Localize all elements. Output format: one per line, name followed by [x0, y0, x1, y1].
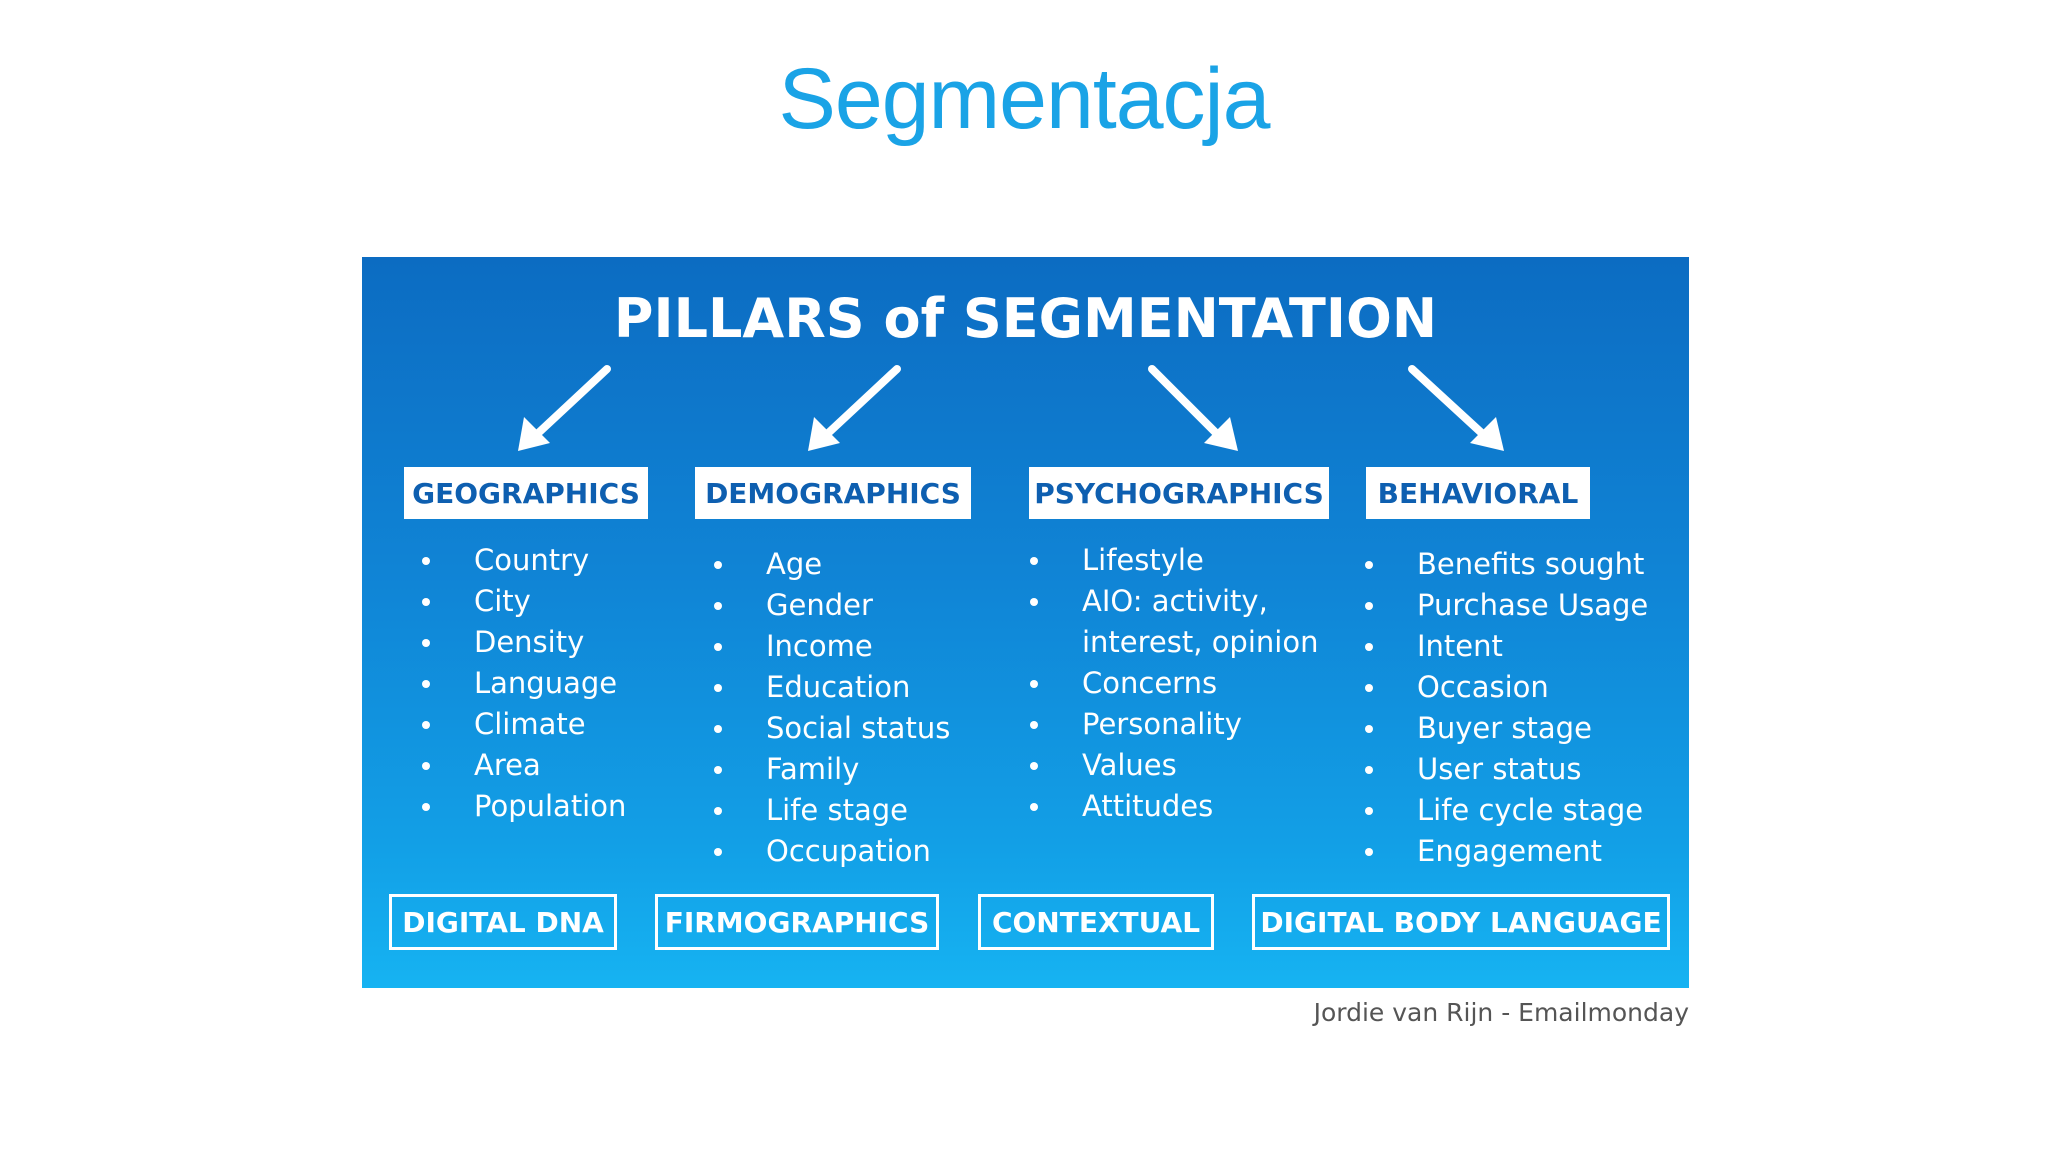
list-item: Occupation — [712, 831, 950, 872]
list-item: Values — [1028, 745, 1318, 786]
list-item: Intent — [1363, 626, 1648, 667]
list-item: Life stage — [712, 790, 950, 831]
list-item: Attitudes — [1028, 786, 1318, 827]
list-item: Family — [712, 749, 950, 790]
list-item: City — [420, 581, 626, 622]
list-item: Concerns — [1028, 663, 1318, 704]
pillar-label-geographics: GEOGRAPHICS — [404, 467, 648, 519]
list-item: Climate — [420, 704, 626, 745]
pillar-label-demographics: DEMOGRAPHICS — [695, 467, 971, 519]
list-item: Social status — [712, 708, 950, 749]
list-item: Area — [420, 745, 626, 786]
geographics-list: Country City Density Language Climate Ar… — [420, 540, 626, 827]
arrow-down-right-icon — [1148, 365, 1238, 451]
list-item: Purchase Usage — [1363, 585, 1648, 626]
list-item: Lifestyle — [1028, 540, 1318, 581]
pillar-label-psychographics: PSYCHOGRAPHICS — [1029, 467, 1329, 519]
list-item: Life cycle stage — [1363, 790, 1648, 831]
image-credit: Jordie van Rijn - Emailmonday — [1313, 998, 1689, 1027]
list-item: Age — [712, 544, 950, 585]
slide-title: Segmentacja — [778, 51, 1271, 147]
list-item: Income — [712, 626, 950, 667]
psychographics-list: Lifestyle AIO: activity, interest, opini… — [1028, 540, 1318, 827]
behavioral-list: Benefits sought Purchase Usage Intent Oc… — [1363, 544, 1648, 872]
bottom-box-digital-body-language: DIGITAL BODY LANGUAGE — [1252, 894, 1670, 950]
list-item: Gender — [712, 585, 950, 626]
pillar-label-behavioral: BEHAVIORAL — [1366, 467, 1590, 519]
bottom-box-contextual: CONTEXTUAL — [978, 894, 1214, 950]
list-item: Education — [712, 667, 950, 708]
list-item: Country — [420, 540, 626, 581]
bottom-box-firmographics: FIRMOGRAPHICS — [655, 894, 939, 950]
arrow-down-left-icon — [518, 365, 611, 451]
pillars-infographic: PILLARS of SEGMENTATION GEOGRAPHICS DEMO… — [362, 257, 1689, 988]
list-item: Personality — [1028, 704, 1318, 745]
list-item: Density — [420, 622, 626, 663]
list-item: Occasion — [1363, 667, 1648, 708]
arrow-down-right-icon — [1408, 365, 1504, 451]
demographics-list: Age Gender Income Education Social statu… — [712, 544, 950, 872]
arrow-down-left-icon — [808, 365, 901, 451]
infographic-headline: PILLARS of SEGMENTATION — [613, 287, 1438, 350]
list-item-continuation: interest, opinion — [1082, 625, 1319, 659]
list-item: AIO: activity, — [1028, 581, 1318, 622]
list-item: Engagement — [1363, 831, 1648, 872]
list-item: Buyer stage — [1363, 708, 1648, 749]
list-item: Language — [420, 663, 626, 704]
bottom-box-digital-dna: DIGITAL DNA — [389, 894, 617, 950]
list-item: User status — [1363, 749, 1648, 790]
list-item: Population — [420, 786, 626, 827]
list-item: Benefits sought — [1363, 544, 1648, 585]
